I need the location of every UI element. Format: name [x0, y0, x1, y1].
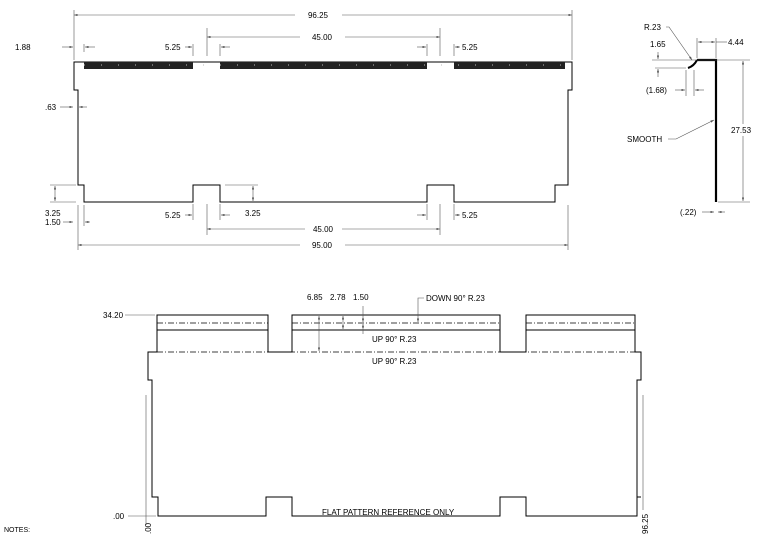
ordinate-top: 34.20 [103, 311, 124, 320]
label-bend-up-1: UP 90° R.23 [372, 335, 417, 344]
dim-notch-depth-left: 3.25 [45, 209, 61, 218]
dim-overall-width: 96.25 [308, 11, 329, 20]
dim-gap-right-top: 5.25 [462, 43, 478, 52]
dim-flange-height: 1.65 [650, 40, 666, 49]
dim-1-50: 1.50 [353, 293, 369, 302]
flat-pattern-outline [147, 314, 642, 517]
dim-left-offset: 1.88 [15, 43, 31, 52]
dim-bottom-width: 95.00 [312, 241, 333, 250]
top-view-outline [73, 61, 573, 203]
dim-height: 27.53 [731, 126, 752, 135]
dim-2-78: 2.78 [330, 293, 346, 302]
label-bend-up-2: UP 90° R.23 [372, 357, 417, 366]
side-profile [697, 58, 718, 202]
label-radius: R.23 [644, 23, 661, 32]
flat-pattern-note: FLAT PATTERN REFERENCE ONLY [322, 508, 455, 517]
dim-thickness: (.22) [680, 208, 697, 217]
ordinate-bottom: .00 [113, 512, 125, 521]
dim-notch-offset-left: 1.50 [45, 218, 61, 227]
dim-6-85: 6.85 [307, 293, 323, 302]
dim-gap-left-top: 5.25 [165, 43, 181, 52]
dim-flange-width: 4.44 [728, 38, 744, 47]
bend-lines [157, 322, 635, 353]
ordinate-right: 96.25 [641, 513, 650, 534]
flange-bars [84, 62, 565, 69]
dim-notch-depth-mid: 3.25 [245, 209, 261, 218]
label-smooth: SMOOTH [627, 135, 662, 144]
dim-edge-offset: .63 [45, 103, 57, 112]
notes-label: NOTES: [4, 527, 30, 534]
dim-gap-right-bottom: 5.25 [462, 211, 478, 220]
label-bend-down: DOWN 90° R.23 [426, 294, 485, 303]
dim-gap-left-bottom: 5.25 [165, 211, 181, 220]
dim-hook-offset: (1.68) [646, 86, 667, 95]
top-view: 96.25 45.00 1.88 5.25 5.25 .63 3.25 1.50… [15, 10, 573, 250]
dim-tab-spacing-bottom: 45.00 [313, 225, 334, 234]
side-view: 1.65 R.23 4.44 (1.68) SMOOTH 27.53 (.22) [627, 23, 755, 217]
dim-tab-spacing-top: 45.00 [312, 33, 333, 42]
ordinate-left: .00 [144, 522, 153, 534]
flat-pattern: 34.20 .00 .00 96.25 6.85 2.78 1.50 DOWN … [103, 293, 650, 534]
